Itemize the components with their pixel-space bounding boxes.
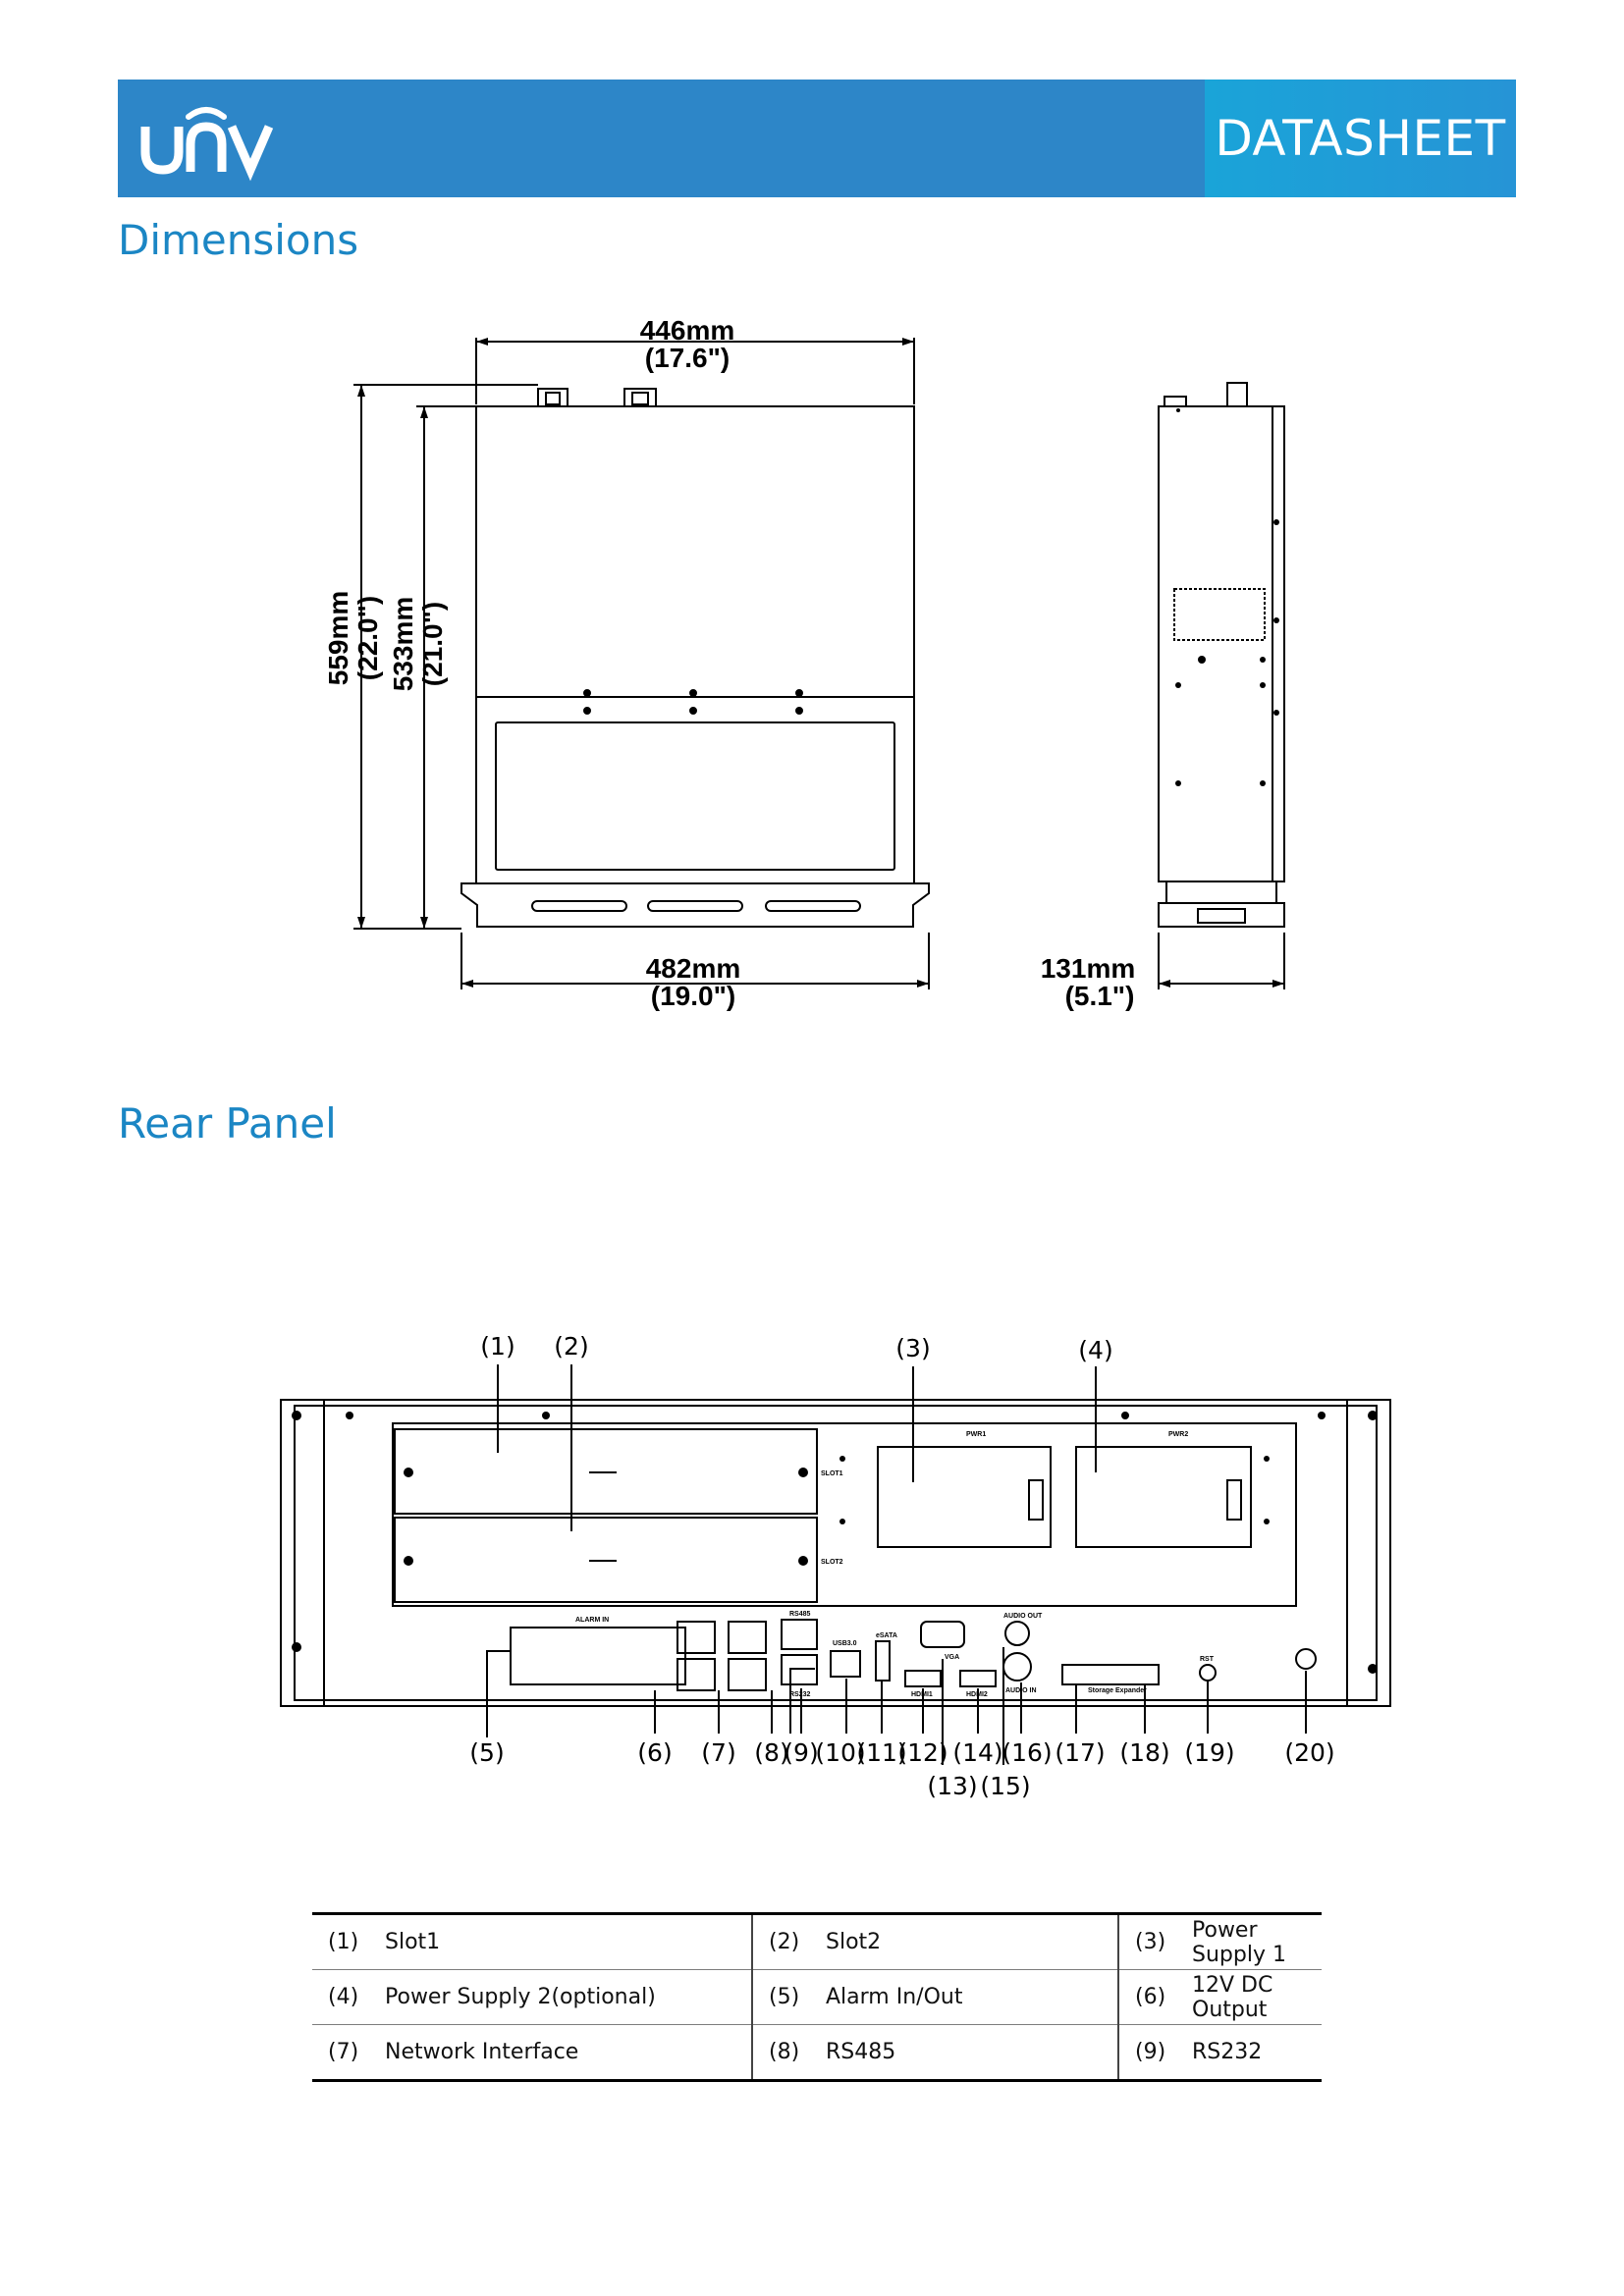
- legend-number: (4): [312, 1969, 385, 2025]
- unv-logo: [140, 107, 274, 182]
- legend-label: RS232: [1192, 2040, 1263, 2064]
- rst-label: RST: [1200, 1656, 1215, 1663]
- dim-width-mm: 446mm: [640, 315, 735, 346]
- dim-height-mm: 131mm: [1041, 953, 1136, 984]
- dimensions-drawing: 446mm (17.6") 482mm (19.0") 131mm (5.1")…: [323, 315, 1285, 1011]
- legend-number: (6): [1118, 1969, 1192, 2025]
- legend-label: Power Supply 1: [1192, 1913, 1322, 1970]
- legend-label: 12V DC Output: [1192, 1969, 1322, 2025]
- callout-18: (18): [1119, 1738, 1169, 1767]
- dim-overall-width-mm: 482mm: [646, 953, 741, 984]
- psu1-bay: [877, 1446, 1052, 1548]
- rs485-label: RS485: [789, 1611, 811, 1618]
- legend-label: Network Interface: [385, 2024, 753, 2081]
- dim-inner-depth-mm: 533mm: [388, 597, 418, 692]
- datasheet-title: DATASHEET: [1215, 110, 1506, 167]
- usb-label: USB3.0: [833, 1640, 857, 1647]
- legend-row: (7) Network Interface (8) RS485 (9) RS232: [312, 2024, 1322, 2081]
- callout-6: (6): [637, 1738, 672, 1767]
- callout-12: (12): [897, 1738, 947, 1767]
- header-banner: DATASHEET: [118, 80, 1516, 197]
- audio-out-label: AUDIO OUT: [1003, 1613, 1043, 1620]
- legend-number: (1): [312, 1913, 385, 1970]
- callout-19: (19): [1184, 1738, 1234, 1767]
- vga-label: VGA: [945, 1654, 959, 1661]
- rs232-label: RS232: [789, 1691, 811, 1698]
- top-view-front-section: [475, 696, 915, 884]
- rear-chassis: [280, 1399, 1391, 1707]
- pwr2-label: PWR2: [1168, 1431, 1188, 1438]
- rear-panel-heading: Rear Panel: [118, 1099, 337, 1148]
- callout-5: (5): [469, 1738, 504, 1767]
- hdmi1-label: HDMI1: [911, 1691, 933, 1698]
- alarm-label: ALARM IN: [575, 1617, 609, 1624]
- slot2-label: SLOT2: [821, 1559, 843, 1566]
- callout-1: (1): [480, 1332, 514, 1361]
- pwr1-label: PWR1: [966, 1431, 986, 1438]
- callout-9: (9): [784, 1738, 818, 1767]
- slot2-card: [394, 1517, 818, 1603]
- legend-number: (9): [1135, 2040, 1166, 2064]
- legend-number: (5): [752, 1969, 826, 2025]
- dimensions-heading: Dimensions: [118, 216, 359, 264]
- hdmi2-label: HDMI2: [966, 1691, 988, 1698]
- callout-4: (4): [1078, 1336, 1112, 1364]
- callout-16: (16): [1001, 1738, 1052, 1767]
- dim-overall-width-in: (19.0"): [651, 981, 735, 1011]
- legend-row: (4)Power Supply 2(optional)(5)Alarm In/O…: [312, 1969, 1322, 2025]
- legend-number: (7): [328, 2040, 359, 2064]
- callout-7: (7): [701, 1738, 735, 1767]
- dim-depth-in: (22.0"): [352, 596, 383, 680]
- banner-accent: DATASHEET: [1205, 80, 1516, 197]
- callout-13: (13): [927, 1772, 977, 1800]
- top-view-rear-section: [475, 405, 915, 698]
- alarm-terminal: [510, 1627, 686, 1685]
- callout-11: (11): [856, 1738, 906, 1767]
- legend-number: (2): [752, 1913, 826, 1970]
- storage-label: Storage Expander: [1088, 1687, 1147, 1694]
- callout-15: (15): [980, 1772, 1030, 1800]
- callout-8: (8): [754, 1738, 788, 1767]
- legend-row: (1)Slot1(2)Slot2(3)Power Supply 1: [312, 1913, 1322, 1970]
- legend-label: Slot2: [826, 1913, 1119, 1970]
- callout-20: (20): [1284, 1738, 1334, 1767]
- audio-in-label: AUDIO IN: [1005, 1687, 1037, 1694]
- legend-label: Power Supply 2(optional): [385, 1969, 753, 2025]
- slot1-label: SLOT1: [821, 1470, 843, 1477]
- storage-expander-port: [1061, 1664, 1160, 1685]
- legend-label: RS485: [826, 2024, 1119, 2081]
- dim-depth-mm: 559mm: [323, 591, 353, 686]
- callout-2: (2): [554, 1332, 588, 1361]
- legend-number: (3): [1118, 1913, 1192, 1970]
- callout-14: (14): [952, 1738, 1002, 1767]
- esata-label: eSATA: [876, 1632, 897, 1639]
- callout-3: (3): [895, 1334, 930, 1362]
- dim-inner-depth-in: (21.0"): [417, 602, 448, 686]
- rear-panel-drawing: SLOT1 SLOT2 PWR1 PWR2 ALARM IN AUDIO OUT…: [280, 1332, 1391, 1800]
- callout-10: (10): [815, 1738, 865, 1767]
- slot1-card: [394, 1428, 818, 1515]
- banner-main: [118, 80, 1205, 197]
- legend-label: Slot1: [385, 1913, 753, 1970]
- side-view-body: [1158, 405, 1285, 882]
- dim-width-in: (17.6"): [645, 343, 730, 373]
- rear-panel-legend: (1)Slot1(2)Slot2(3)Power Supply 1(4)Powe…: [312, 1912, 1322, 2082]
- legend-label: Alarm In/Out: [826, 1969, 1119, 2025]
- psu2-bay: [1075, 1446, 1252, 1548]
- legend-number: (8): [769, 2040, 800, 2064]
- callout-17: (17): [1055, 1738, 1105, 1767]
- dim-height-in: (5.1"): [1065, 981, 1135, 1011]
